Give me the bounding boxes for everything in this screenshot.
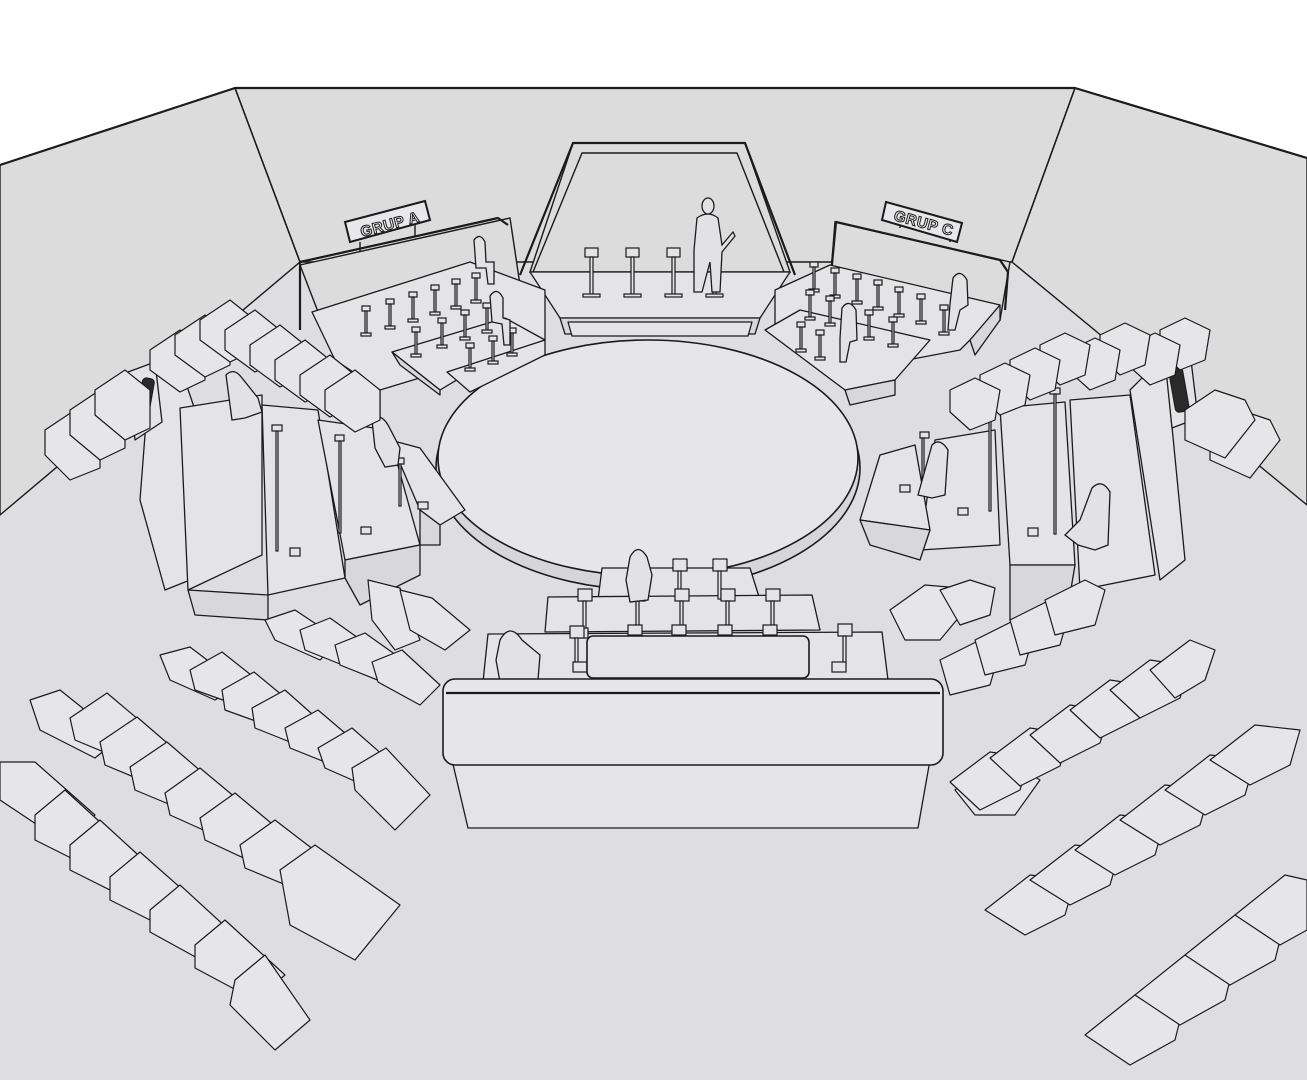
central-stage bbox=[435, 339, 861, 591]
front-podium-block bbox=[442, 548, 944, 829]
group-c-podiums bbox=[795, 261, 950, 361]
audience-lower-left bbox=[0, 579, 471, 1051]
group-c-podium-block: GRUP C bbox=[764, 200, 1011, 406]
front-podiums bbox=[569, 558, 853, 673]
audience-lower-right bbox=[889, 579, 1307, 1066]
host-stage bbox=[518, 141, 797, 337]
group-c-contestants bbox=[839, 272, 969, 363]
right-wing-podium-block bbox=[859, 351, 1199, 636]
group-a-contestants bbox=[473, 235, 511, 346]
left-wing-podiums bbox=[271, 424, 429, 557]
host-person bbox=[693, 197, 736, 293]
right-wing-contestants bbox=[917, 441, 1111, 551]
audience-upper-right bbox=[949, 317, 1281, 479]
audience-upper-left bbox=[44, 299, 381, 481]
front-banner bbox=[442, 678, 944, 829]
group-a-podiums bbox=[360, 272, 518, 372]
front-contestants bbox=[495, 548, 653, 683]
front-small-banner bbox=[586, 635, 810, 679]
